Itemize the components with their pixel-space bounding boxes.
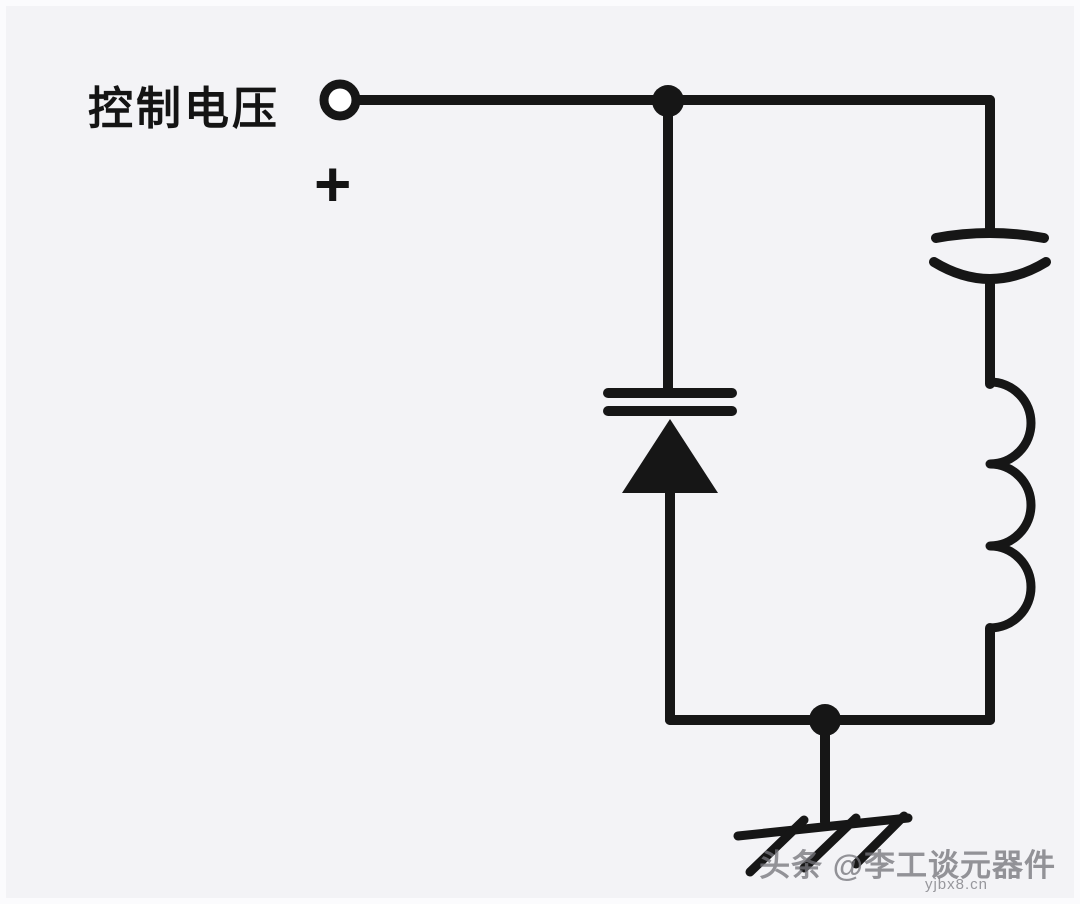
inductor-coil-icon [985,377,1036,633]
plus-polarity-label: + [314,148,352,220]
control-voltage-label: 控制电压 [88,83,281,134]
input-terminal-icon [319,79,361,121]
watermark-credit-text: 头条 @李工谈元器件 [759,848,1056,883]
varactor-triangle [622,419,718,493]
capacitor-plate-top [931,228,1049,243]
capacitor-icon [929,228,1051,284]
varactor-diode-icon [603,388,737,493]
watermark-url-text: yjbx8.cn [924,876,988,893]
ground-symbol-icon [733,715,913,877]
ground-bar [733,813,913,841]
ground-hatch-3 [851,811,909,869]
ground-hatch-1 [745,815,809,877]
ground-hatch-2 [799,813,861,873]
